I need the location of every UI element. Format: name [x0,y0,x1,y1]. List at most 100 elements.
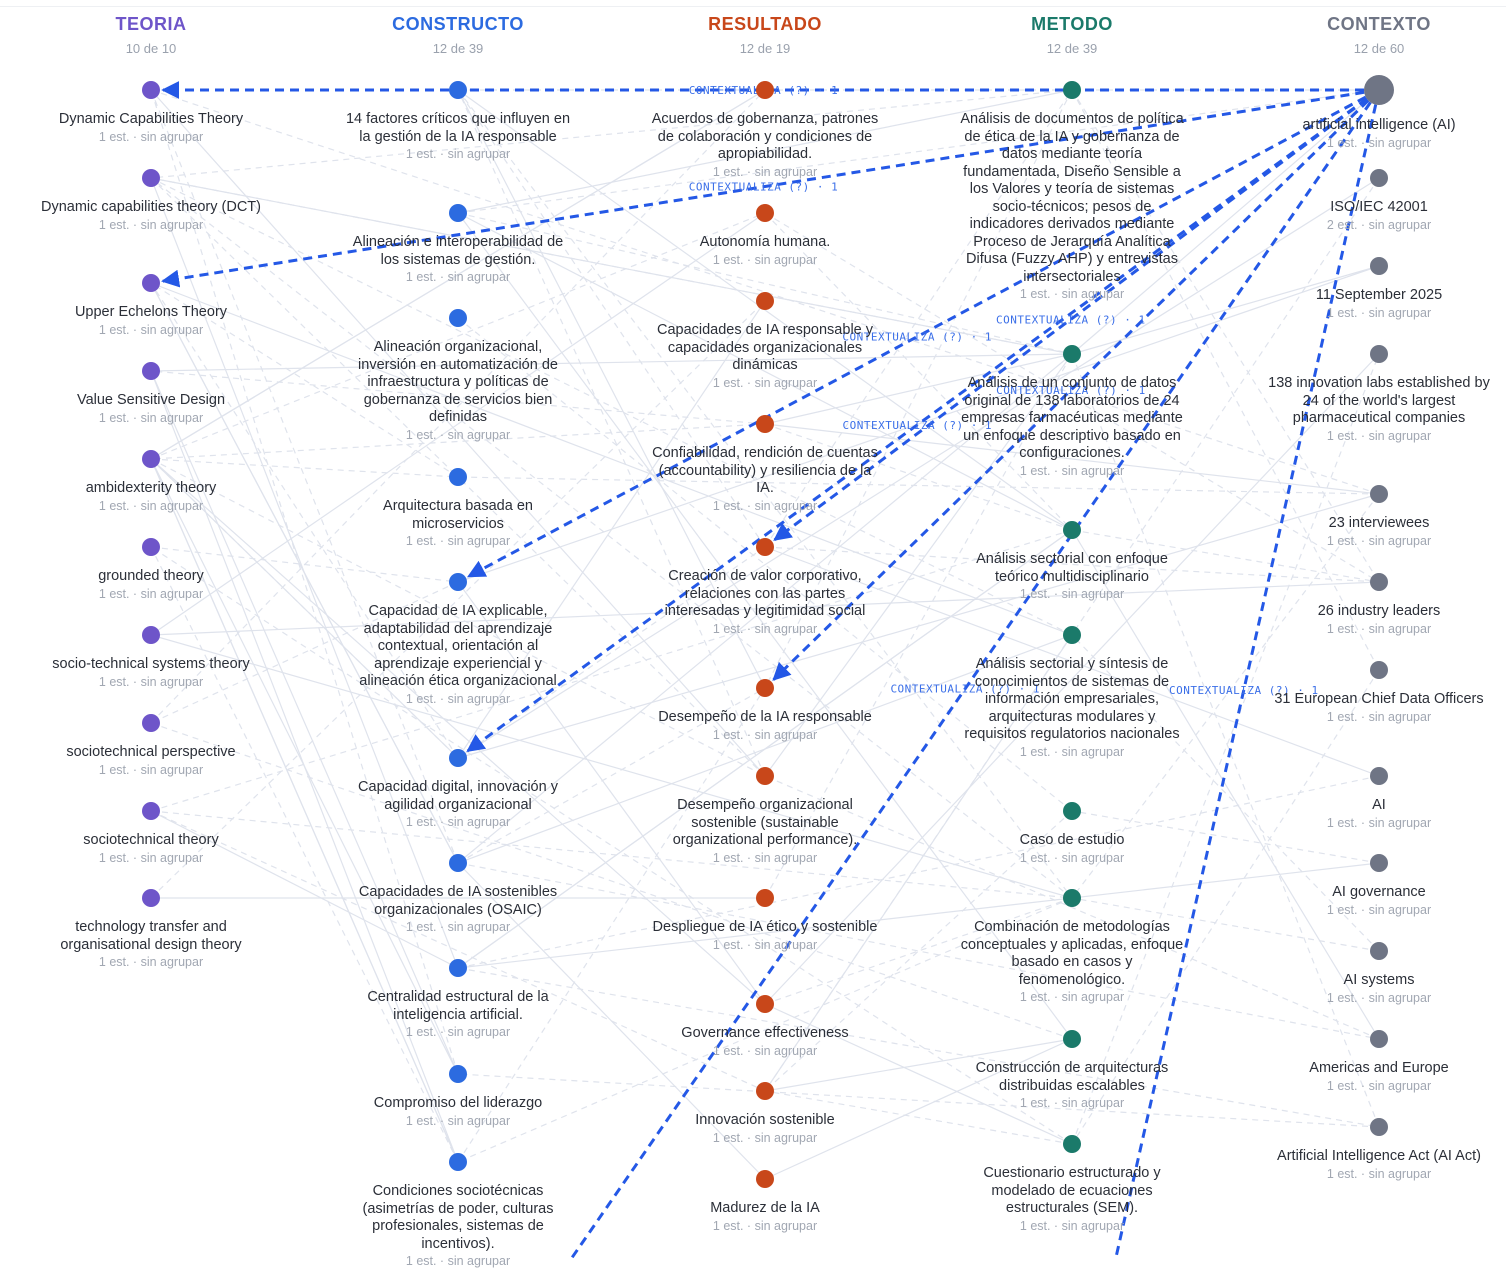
node-dot[interactable] [449,959,467,977]
node-dot[interactable] [142,714,160,732]
node-teoria[interactable]: technology transfer and organisational d… [36,889,266,972]
node-metodo[interactable]: Análisis sectorial y síntesis de conocim… [957,626,1187,761]
node-dot[interactable] [1370,1118,1388,1136]
node-dot[interactable] [1370,573,1388,591]
node-resultado[interactable]: Autonomía humana.1 est. · sin agrupar [650,204,880,269]
node-dot[interactable] [449,1065,467,1083]
node-constructo[interactable]: Capacidad digital, innovación y agilidad… [343,749,573,832]
node-dot[interactable] [449,854,467,872]
node-dot[interactable] [1370,767,1388,785]
node-metodo[interactable]: Análisis de un conjunto de datos origina… [957,345,1187,480]
node-resultado[interactable]: Confiabilidad, rendición de cuentas (acc… [650,415,880,515]
node-resultado[interactable]: Capacidades de IA responsable y capacida… [650,292,880,392]
node-dot[interactable] [1063,345,1081,363]
node-dot[interactable] [449,309,467,327]
node-dot[interactable] [142,538,160,556]
node-resultado[interactable]: Acuerdos de gobernanza, patrones de cola… [650,81,880,181]
node-dot[interactable] [1063,889,1081,907]
node-dot[interactable] [1370,257,1388,275]
node-dot[interactable] [1063,626,1081,644]
contextualiza-edge[interactable] [773,97,1368,542]
node-dot[interactable] [449,204,467,222]
node-dot[interactable] [1370,169,1388,187]
node-dot[interactable] [1063,1135,1081,1153]
node-resultado[interactable]: Desempeño organizacional sostenible (sus… [650,767,880,867]
node-metodo[interactable]: Cuestionario estructurado y modelado de … [957,1135,1187,1235]
node-constructo[interactable]: Alineación organizacional, inversión en … [343,309,573,444]
node-constructo[interactable]: 14 factores críticos que influyen en la … [343,81,573,164]
contextualiza-edge[interactable] [466,95,1367,578]
node-contexto[interactable]: artificial intelligence (AI)1 est. · sin… [1264,75,1494,152]
node-resultado[interactable]: Creación de valor corporativo, relacione… [650,538,880,638]
contextualiza-edge[interactable] [161,90,1365,288]
node-dot[interactable] [1364,75,1394,105]
node-contexto[interactable]: Artificial Intelligence Act (AI Act)1 es… [1264,1118,1494,1183]
node-dot[interactable] [449,1153,467,1171]
node-dot[interactable] [1370,345,1388,363]
node-dot[interactable] [756,415,774,433]
node-dot[interactable] [756,292,774,310]
node-dot[interactable] [142,274,160,292]
node-dot[interactable] [449,468,467,486]
node-constructo[interactable]: Capacidades de IA sostenibles organizaci… [343,854,573,937]
contextualiza-edge[interactable] [466,97,1368,753]
node-dot[interactable] [449,81,467,99]
node-dot[interactable] [142,81,160,99]
node-dot[interactable] [1370,661,1388,679]
node-dot[interactable] [756,889,774,907]
node-metodo[interactable]: Análisis sectorial con enfoque teórico m… [957,521,1187,604]
node-dot[interactable] [1063,802,1081,820]
node-contexto[interactable]: 138 innovation labs established by 24 of… [1264,345,1494,445]
node-dot[interactable] [449,749,467,767]
node-teoria[interactable]: Dynamic capabilities theory (DCT)1 est. … [36,169,266,234]
node-dot[interactable] [142,450,160,468]
node-dot[interactable] [1063,81,1081,99]
node-dot[interactable] [756,204,774,222]
node-dot[interactable] [1370,485,1388,503]
node-metodo[interactable]: Combinación de metodologías conceptuales… [957,889,1187,1007]
node-dot[interactable] [1063,1030,1081,1048]
node-constructo[interactable]: Alineación e interoperabilidad de los si… [343,204,573,287]
node-dot[interactable] [756,81,774,99]
node-metodo[interactable]: Análisis de documentos de política de ét… [957,81,1187,304]
node-dot[interactable] [449,573,467,591]
contextualiza-edge[interactable] [1112,104,1378,1260]
node-dot[interactable] [756,679,774,697]
node-metodo[interactable]: Construcción de arquitecturas distribuid… [957,1030,1187,1113]
node-dot[interactable] [1370,1030,1388,1048]
node-constructo[interactable]: Centralidad estructural de la inteligenc… [343,959,573,1042]
node-dot[interactable] [756,538,774,556]
node-dot[interactable] [1370,854,1388,872]
node-dot[interactable] [142,169,160,187]
node-dot[interactable] [756,1170,774,1188]
contextualiza-edge[interactable] [560,101,1372,1260]
node-dot[interactable] [1370,942,1388,960]
node-dot[interactable] [142,889,160,907]
node-dot[interactable] [142,362,160,380]
node-dot[interactable] [142,626,160,644]
